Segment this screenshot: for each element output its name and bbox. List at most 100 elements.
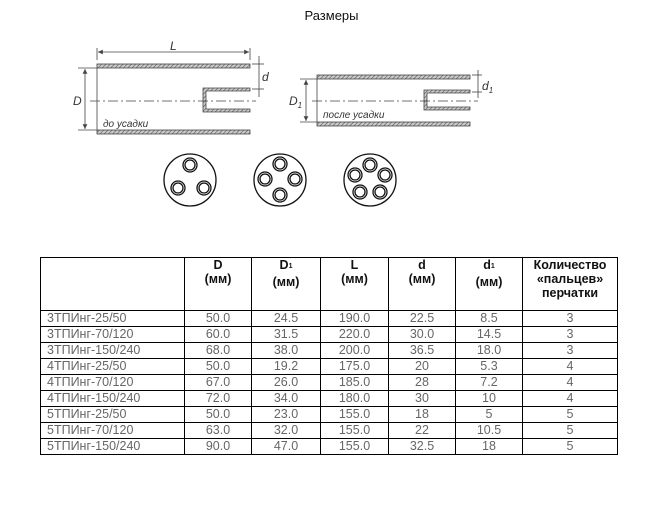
value-cell: 32.5 — [388, 438, 456, 455]
value-cell: 19.2 — [251, 358, 321, 375]
dimensions-table: D(мм)D1(мм)L(мм)d(мм)d1(мм)Количество «п… — [40, 257, 618, 455]
header-unit: (мм) — [204, 272, 232, 286]
label-D1: D1 — [289, 94, 302, 110]
value-cell: 185.0 — [320, 374, 389, 391]
value-cell: 5 — [522, 422, 618, 439]
column-header: d(мм) — [388, 257, 456, 311]
value-cell: 5.3 — [455, 358, 523, 375]
column-header — [40, 257, 185, 311]
value-cell: 28 — [388, 374, 456, 391]
value-cell: 190.0 — [320, 310, 389, 327]
value-cell: 4 — [522, 374, 618, 391]
value-cell: 18.0 — [455, 342, 523, 359]
product-name-cell: 3ТПИнг-150/240 — [40, 342, 185, 359]
product-name-cell: 5ТПИнг-150/240 — [40, 438, 185, 455]
page-title: Размеры — [304, 8, 359, 23]
product-name-cell: 4ТПИнг-25/50 — [40, 358, 185, 375]
caption-before: до усадки — [103, 119, 149, 130]
value-cell: 47.0 — [251, 438, 321, 455]
header-unit: (мм) — [341, 272, 368, 286]
value-cell: 50.0 — [184, 358, 252, 375]
tube-after-shrink — [300, 70, 482, 127]
value-cell: 50.0 — [184, 406, 252, 423]
value-cell: 90.0 — [184, 438, 252, 455]
label-d: d — [262, 70, 269, 84]
value-cell: 3 — [522, 342, 618, 359]
header-label: Количество «пальцев» перчатки — [533, 258, 607, 300]
value-cell: 32.0 — [251, 422, 321, 439]
glove-5-fingers-section — [343, 153, 397, 207]
caption-after: после усадки — [323, 110, 385, 121]
header-label: D — [213, 258, 223, 272]
value-cell: 30.0 — [388, 326, 456, 343]
header-unit: (мм) — [272, 275, 300, 289]
dimension-drawing: L D d до усадки D1 d1 после усадки — [73, 39, 493, 207]
value-cell: 4 — [522, 358, 618, 375]
header-label: d — [483, 258, 491, 272]
product-name-cell: 4ТПИнг-150/240 — [40, 390, 185, 407]
header-label: D — [279, 258, 289, 272]
value-cell: 5 — [522, 406, 618, 423]
value-cell: 68.0 — [184, 342, 252, 359]
product-name-cell: 5ТПИнг-25/50 — [40, 406, 185, 423]
column-header: Количество «пальцев» перчатки — [522, 257, 618, 311]
value-cell: 36.5 — [388, 342, 456, 359]
header-subscript: 1 — [490, 263, 495, 270]
header-label: L — [350, 258, 359, 272]
value-cell: 38.0 — [251, 342, 321, 359]
value-cell: 60.0 — [184, 326, 252, 343]
value-cell: 10 — [455, 390, 523, 407]
product-name-cell: 4ТПИнг-70/120 — [40, 374, 185, 391]
value-cell: 3 — [522, 310, 618, 327]
value-cell: 18 — [455, 438, 523, 455]
product-name-cell: 3ТПИнг-25/50 — [40, 310, 185, 327]
column-header: D1 (мм) — [251, 257, 321, 311]
value-cell: 8.5 — [455, 310, 523, 327]
value-cell: 22.5 — [388, 310, 456, 327]
product-name-cell: 3ТПИнг-70/120 — [40, 326, 185, 343]
value-cell: 14.5 — [455, 326, 523, 343]
value-cell: 63.0 — [184, 422, 252, 439]
tube-before-shrink — [78, 48, 264, 135]
value-cell: 4 — [522, 390, 618, 407]
value-cell: 20 — [388, 358, 456, 375]
value-cell: 30 — [388, 390, 456, 407]
glove-3-fingers-section — [163, 153, 217, 207]
value-cell: 155.0 — [320, 438, 389, 455]
value-cell: 155.0 — [320, 422, 389, 439]
value-cell: 7.2 — [455, 374, 523, 391]
column-header: D(мм) — [184, 257, 252, 311]
value-cell: 5 — [522, 438, 618, 455]
value-cell: 24.5 — [251, 310, 321, 327]
value-cell: 200.0 — [320, 342, 389, 359]
label-D: D — [73, 94, 82, 108]
value-cell: 67.0 — [184, 374, 252, 391]
label-d1: d1 — [482, 79, 493, 95]
value-cell: 220.0 — [320, 326, 389, 343]
value-cell: 23.0 — [251, 406, 321, 423]
label-L: L — [170, 39, 177, 53]
value-cell: 155.0 — [320, 406, 389, 423]
value-cell: 50.0 — [184, 310, 252, 327]
product-name-cell: 5ТПИнг-70/120 — [40, 422, 185, 439]
value-cell: 10.5 — [455, 422, 523, 439]
header-subscript: 1 — [288, 263, 293, 270]
glove-4-fingers-section — [253, 153, 307, 207]
header-unit: (мм) — [408, 272, 436, 286]
value-cell: 3 — [522, 326, 618, 343]
header-label: d — [418, 258, 426, 272]
value-cell: 180.0 — [320, 390, 389, 407]
value-cell: 22 — [388, 422, 456, 439]
value-cell: 26.0 — [251, 374, 321, 391]
value-cell: 34.0 — [251, 390, 321, 407]
value-cell: 175.0 — [320, 358, 389, 375]
